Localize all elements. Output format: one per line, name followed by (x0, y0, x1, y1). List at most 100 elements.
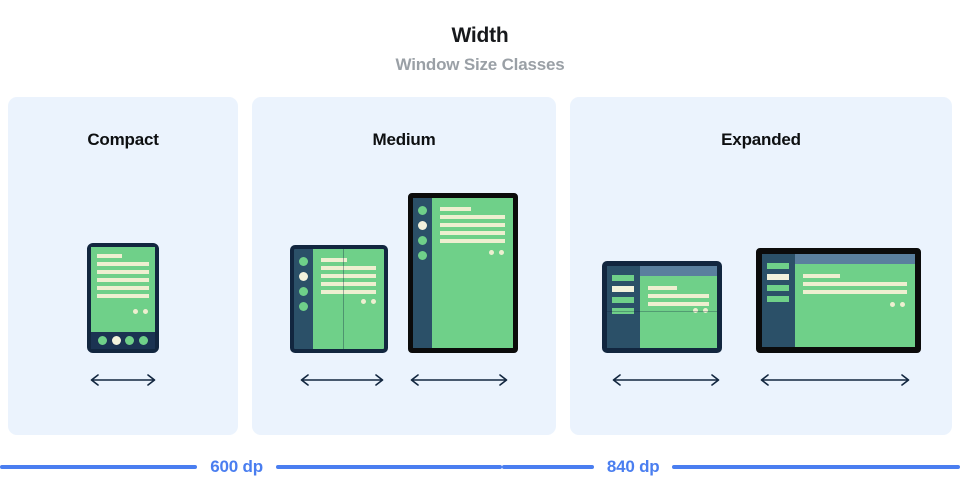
content-dot (371, 299, 376, 304)
app-top-bar (794, 254, 915, 264)
panel-label-medium: Medium (372, 130, 436, 149)
content-dot (702, 308, 708, 313)
content-bar (802, 282, 907, 286)
page-subtitle: Window Size Classes (395, 55, 565, 75)
content-dots (361, 299, 376, 304)
breakpoint-line-segment (275, 465, 502, 469)
chart-header: Width Window Size Classes (0, 0, 960, 96)
tablet-content (795, 264, 915, 347)
app-top-bar (639, 266, 717, 276)
rail-item-icon (418, 236, 427, 245)
double-arrow-icon (410, 374, 508, 386)
device-tablet-portrait (408, 193, 518, 353)
content-bar (802, 274, 840, 278)
double-arrow-icon (90, 374, 156, 386)
content-bar (647, 286, 677, 290)
panel-label-compact: Compact (87, 130, 159, 149)
content-bar (321, 258, 348, 262)
rail-item-icon (612, 275, 634, 281)
foldable-pane (639, 266, 717, 348)
content-bar (97, 270, 149, 274)
content-bar (97, 262, 149, 266)
tablet-pane (794, 254, 915, 347)
content-dot (361, 299, 366, 304)
double-arrow-icon (300, 374, 384, 386)
breakpoint-label-840: 840 dp (606, 457, 660, 476)
navigation-rail (606, 266, 640, 348)
panel-medium: Medium (252, 97, 556, 435)
device-stage-expanded (570, 248, 952, 353)
device-foldable-landscape (601, 261, 722, 353)
size-class-panels: Compact (8, 97, 952, 435)
tablet-content (432, 198, 513, 348)
content-bar (97, 286, 149, 290)
rail-item-icon (299, 287, 308, 296)
content-bar (802, 290, 907, 294)
content-dot (499, 250, 504, 255)
rail-item-icon-active (418, 221, 427, 230)
nav-item-icon-active (111, 336, 121, 345)
phone-bottom-nav (91, 332, 155, 349)
rail-item-icon (612, 308, 634, 314)
content-bar (321, 282, 376, 286)
panel-label-expanded: Expanded (721, 130, 801, 149)
width-arrows-expanded (570, 373, 952, 387)
panel-compact: Compact (8, 97, 238, 435)
breakpoint-line-segment (501, 465, 594, 469)
content-dot (489, 250, 494, 255)
content-bar (647, 302, 709, 306)
nav-item-icon (125, 336, 135, 345)
rail-item-icon-active (612, 286, 634, 292)
content-bar (321, 274, 376, 278)
content-bar (321, 266, 376, 270)
rail-item-icon (418, 206, 427, 215)
navigation-rail (413, 198, 432, 348)
device-phone-portrait (87, 243, 159, 353)
breakpoint-line-segment (0, 465, 198, 469)
content-dot (143, 309, 148, 314)
rail-item-icon-active (299, 272, 308, 281)
rail-item-icon-active (767, 274, 789, 280)
content-bar (440, 231, 505, 235)
content-bar (97, 294, 149, 298)
content-bar (97, 254, 122, 258)
content-dots (692, 308, 708, 313)
rail-item-icon (299, 302, 308, 311)
width-arrows-medium (252, 373, 556, 387)
rail-item-icon (299, 257, 308, 266)
navigation-rail (294, 249, 313, 349)
content-dots (489, 250, 504, 255)
foldable-content (313, 249, 384, 349)
breakpoint-scale: 600 dp 840 dp (0, 452, 960, 482)
rail-item-icon (418, 251, 427, 260)
rail-item-icon (767, 263, 789, 269)
rail-item-icon (767, 296, 789, 302)
double-arrow-icon (612, 374, 720, 386)
foldable-content (640, 276, 717, 348)
page-title: Width (451, 24, 509, 47)
content-dots (889, 302, 905, 307)
panel-expanded: Expanded (570, 97, 952, 435)
content-bar (97, 278, 149, 282)
phone-screen (91, 247, 155, 332)
breakpoint-line-segment (672, 465, 960, 469)
content-dots (133, 309, 148, 314)
navigation-rail (761, 254, 795, 347)
content-dot (889, 302, 895, 307)
width-arrows-compact (8, 373, 238, 387)
content-dot (899, 302, 905, 307)
nav-item-icon (138, 336, 148, 345)
content-bar (440, 207, 472, 211)
content-bar (440, 215, 505, 219)
content-dot (133, 309, 138, 314)
double-arrow-icon (760, 374, 910, 386)
content-bar (440, 223, 505, 227)
rail-item-icon (767, 285, 789, 291)
content-bar (647, 294, 709, 298)
device-tablet-landscape (755, 248, 921, 353)
fold-line (606, 311, 717, 312)
device-foldable-portrait (290, 245, 388, 353)
content-bar (321, 290, 376, 294)
content-bar (440, 239, 505, 243)
fold-line (343, 249, 344, 349)
